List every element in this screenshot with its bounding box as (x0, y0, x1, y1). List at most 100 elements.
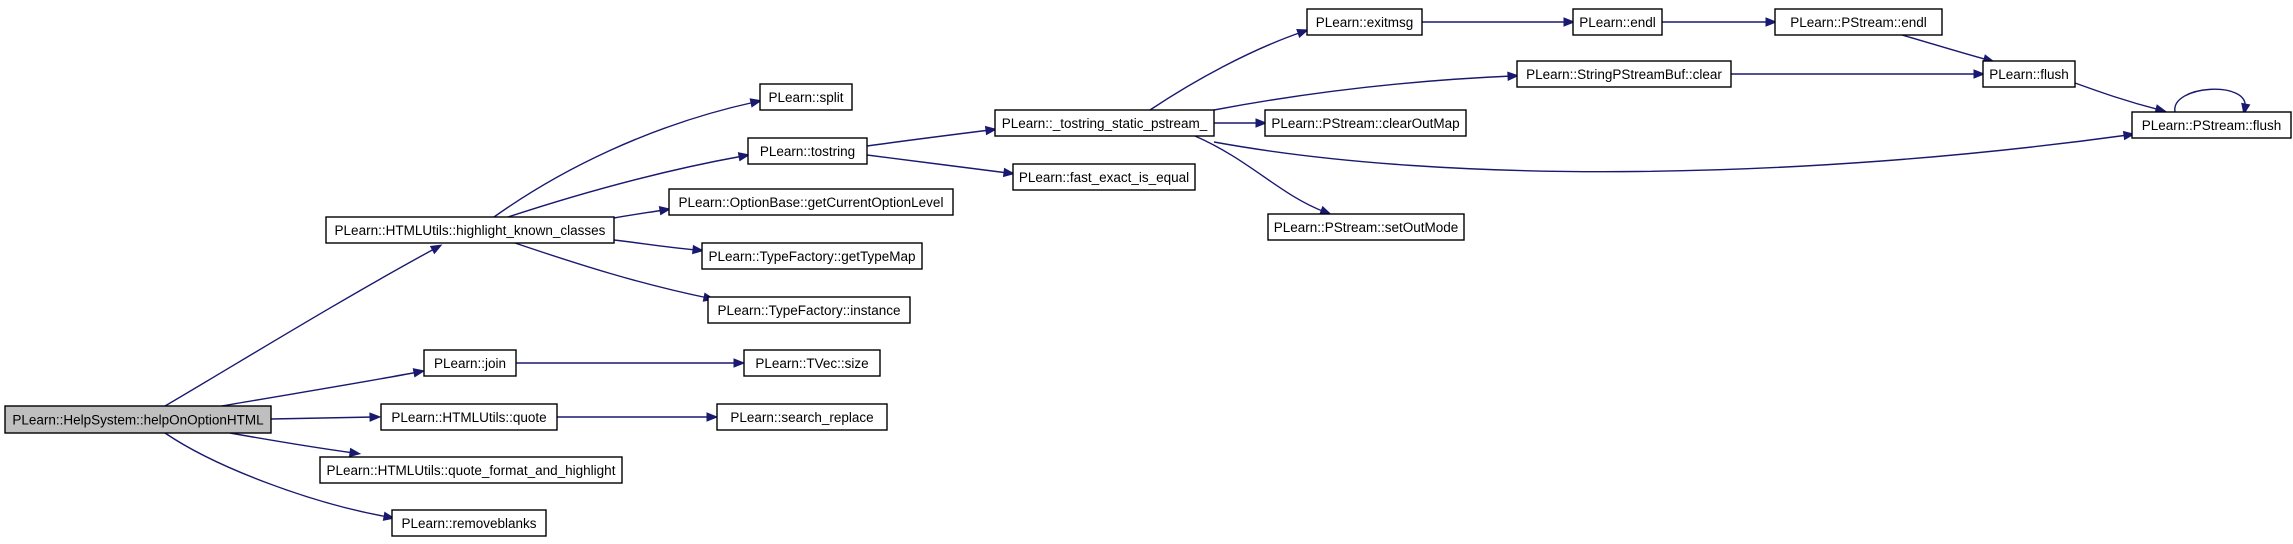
edge-pstream_endl-to-flush (1901, 34, 1996, 64)
edge-line (866, 129, 991, 147)
edge-tostring_static_pstream-to-pstream_flush (1213, 130, 2136, 173)
edge-line (229, 432, 355, 454)
edge-quote-to-search_replace (557, 412, 719, 422)
edge-highlight_known_classes-to-getTypeMap (613, 239, 705, 255)
node-label: PLearn::endl (1579, 15, 1656, 30)
edge-line (1213, 75, 1513, 111)
node-label: PLearn::HTMLUtils::highlight_known_class… (335, 223, 606, 238)
node-sps-clear[interactable]: PLearn::StringPStreamBuf::clear (1516, 60, 1732, 88)
edge-arrowhead (382, 511, 396, 521)
node-label: PLearn::HTMLUtils::quote (391, 410, 546, 425)
node-highlight-known-classes[interactable]: PLearn::HTMLUtils::highlight_known_class… (325, 216, 615, 244)
edge-line (1149, 31, 1303, 111)
edge-line (613, 209, 665, 219)
edge-arrowhead (984, 125, 998, 136)
node-label: PLearn::PStream::flush (2142, 118, 2282, 133)
edge-arrowhead (2241, 102, 2251, 116)
node-label: PLearn::split (768, 90, 843, 105)
node-box (1012, 163, 1196, 191)
edge-arrowhead (412, 368, 426, 378)
node-getCurrentOptionLevel[interactable]: PLearn::OptionBase::getCurrentOptionLeve… (668, 188, 954, 216)
edge-highlight_known_classes-to-split (493, 98, 763, 218)
node-tostring[interactable]: PLearn::tostring (747, 137, 868, 165)
node-label: PLearn::join (434, 356, 506, 371)
edge-line (270, 416, 375, 420)
edge-arrowhead (1296, 28, 1309, 38)
node-box (4, 405, 272, 434)
node-label: PLearn::TVec::size (755, 356, 868, 371)
edge-line (507, 155, 744, 218)
node-box (1267, 213, 1465, 241)
edge-arrowhead (737, 152, 751, 162)
edge-line (866, 154, 1009, 174)
node-join[interactable]: PLearn::join (423, 349, 517, 377)
node-search-replace[interactable]: PLearn::search_replace (716, 403, 888, 431)
node-removeblanks[interactable]: PLearn::removeblanks (391, 509, 547, 537)
node-box (325, 216, 615, 244)
node-box (1572, 8, 1663, 36)
node-exitmsg[interactable]: PLearn::exitmsg (1306, 8, 1423, 36)
node-getTypeMap[interactable]: PLearn::TypeFactory::getTypeMap (701, 242, 923, 270)
node-box (391, 509, 547, 537)
edge-line (1213, 134, 2129, 173)
node-box (994, 109, 1215, 137)
edge-arrowhead (348, 447, 362, 458)
edge-highlight_known_classes-to-getCurrentOptionLevel (613, 206, 672, 219)
edge-tostring_static_pstream-to-setOutMode (1194, 135, 1332, 215)
node-box (1516, 60, 1732, 88)
node-instance[interactable]: PLearn::TypeFactory::instance (707, 296, 911, 324)
node-box (1306, 8, 1423, 36)
edge-arrowhead (1002, 167, 1016, 178)
edge-line (1194, 135, 1326, 213)
node-box (380, 403, 558, 431)
node-label: PLearn::_tostring_static_pstream_ (1002, 116, 1208, 131)
node-tostring-static-pstream[interactable]: PLearn::_tostring_static_pstream_ (994, 109, 1215, 137)
node-quote-format-and-highlight[interactable]: PLearn::HTMLUtils::quote_format_and_high… (319, 456, 623, 484)
edge-tostring_static_pstream-to-exitmsg (1149, 28, 1309, 111)
edge-line (164, 432, 389, 518)
node-label: PLearn::fast_exact_is_equal (1019, 170, 1189, 185)
node-endl[interactable]: PLearn::endl (1572, 8, 1663, 36)
edge-helpOnOptionHTML-to-highlight_known_classes (164, 244, 443, 407)
node-box (423, 349, 517, 377)
node-box (716, 403, 888, 431)
node-label: PLearn::HTMLUtils::quote_format_and_high… (327, 463, 616, 478)
edge-line (613, 239, 698, 251)
edge-arrowhead (692, 244, 705, 255)
node-flush[interactable]: PLearn::flush (1982, 60, 2076, 88)
edge-arrowhead (1319, 205, 1332, 215)
node-tvec-size[interactable]: PLearn::TVec::size (743, 349, 881, 377)
node-box (747, 137, 868, 165)
edge-line (164, 247, 437, 407)
node-pstream-flush[interactable]: PLearn::PStream::flush (2131, 111, 2292, 139)
edge-line (221, 371, 419, 407)
node-label: PLearn::flush (1989, 67, 2069, 82)
node-clearOutMap[interactable]: PLearn::PStream::clearOutMap (1264, 109, 1467, 137)
node-label: PLearn::OptionBase::getCurrentOptionLeve… (679, 195, 944, 210)
edge-arrowhead (658, 206, 672, 216)
node-label: PLearn::TypeFactory::instance (717, 303, 900, 318)
node-setOutMode[interactable]: PLearn::PStream::setOutMode (1267, 213, 1465, 241)
node-label: PLearn::HelpSystem::helpOnOptionHTML (12, 413, 264, 428)
edge-sps_clear-to-flush (1731, 69, 1986, 79)
edge-arrowhead (429, 244, 443, 255)
node-label: PLearn::removeblanks (401, 516, 536, 531)
node-box (668, 188, 954, 216)
node-helpOnOptionHTML: PLearn::HelpSystem::helpOnOptionHTML (4, 405, 272, 434)
edge-line (1901, 34, 1989, 61)
edge-line (514, 242, 709, 299)
node-split[interactable]: PLearn::split (759, 83, 853, 111)
node-quote[interactable]: PLearn::HTMLUtils::quote (380, 403, 558, 431)
node-fast-exact-is-equal[interactable]: PLearn::fast_exact_is_equal (1012, 163, 1196, 191)
edge-helpOnOptionHTML-to-quote_format_and_highlight (229, 432, 362, 458)
edge-line (2174, 88, 2246, 113)
edge-join-to-tvec_size (516, 358, 746, 368)
edge-arrowhead (1507, 71, 1520, 81)
node-label: PLearn::PStream::endl (1790, 15, 1927, 30)
edge-tostring-to-tostring_static_pstream (866, 125, 998, 147)
call-graph-nodes: PLearn::HelpSystem::helpOnOptionHTMLPLea… (4, 8, 2292, 537)
node-pstream-endl[interactable]: PLearn::PStream::endl (1774, 8, 1943, 36)
node-box (701, 242, 923, 270)
edge-flush-to-pstream_flush (2074, 82, 2168, 114)
